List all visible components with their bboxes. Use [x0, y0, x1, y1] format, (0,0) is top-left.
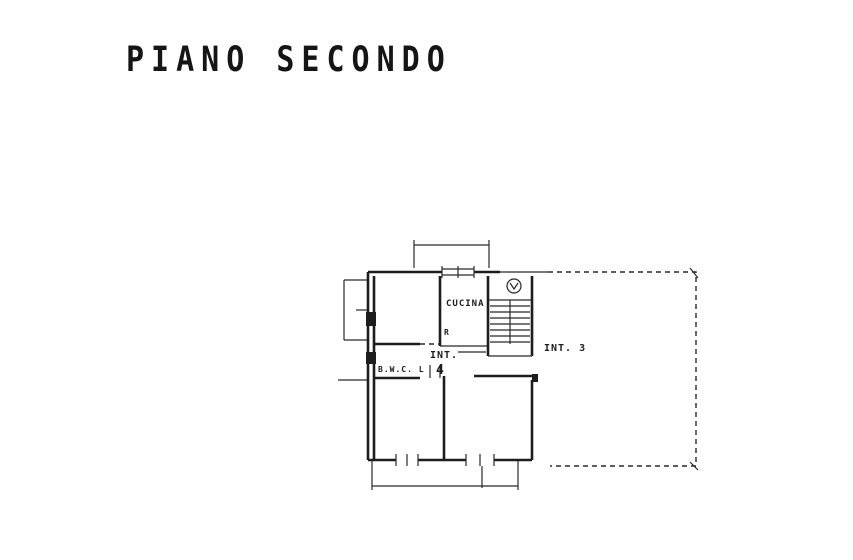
kitchen-label: CUCINA [446, 299, 485, 309]
unit-3-outline [548, 267, 699, 471]
small-mark-label: R [444, 328, 449, 337]
unit-3-label: INT. 3 [544, 343, 586, 354]
left-balcony [338, 279, 368, 381]
bottom-windows [395, 454, 495, 466]
top-windows [441, 266, 475, 278]
plan-title: PIANO SECONDO [126, 40, 452, 81]
unit-4-prefix-label: INT. [430, 350, 458, 361]
unit-4-number-label: 4 [436, 363, 444, 378]
bottom-dimension-line [371, 460, 519, 490]
interior-walls [374, 276, 538, 460]
bathroom-label: B.W.C. L [378, 365, 425, 374]
staircase [486, 271, 548, 357]
top-dimension-line [413, 240, 490, 268]
unit-4-outer-walls [366, 270, 534, 462]
